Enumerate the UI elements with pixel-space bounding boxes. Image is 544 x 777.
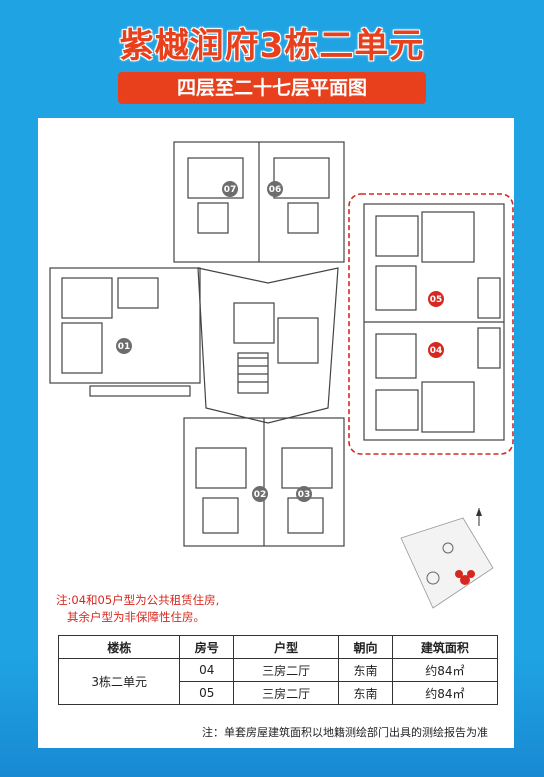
- building-cell: 3栋二单元: [57, 658, 181, 705]
- col-header-area: 建筑面积: [391, 635, 499, 659]
- col-header-room: 房号: [179, 635, 235, 659]
- svg-text:07: 07: [224, 185, 237, 195]
- col-header-type: 户型: [233, 635, 340, 659]
- area-cell: 约84㎡: [391, 681, 499, 705]
- type-cell: 三房二厅: [233, 681, 340, 705]
- floor-plan: 07 06 01 02 03 05: [49, 141, 514, 547]
- table-header-row: 楼栋 房号 户型 朝向 建筑面积: [57, 635, 499, 659]
- unit-badge-05: 05: [428, 291, 444, 307]
- page-title: 紫樾润府3栋二单元: [119, 26, 425, 66]
- content-panel: 07 06 01 02 03 05: [38, 118, 514, 748]
- unit-table: 楼栋 房号 户型 朝向 建筑面积 3栋二单元 04 三房二厅 东南 约84㎡ 0…: [57, 635, 499, 705]
- svg-text:06: 06: [269, 185, 282, 195]
- svg-text:04: 04: [430, 346, 443, 356]
- site-location-map: [400, 508, 494, 609]
- room-cell: 04: [179, 658, 235, 682]
- subtitle-text: 四层至二十七层平面图: [176, 77, 367, 99]
- table-row: 05 三房二厅 东南 约84㎡: [59, 681, 499, 705]
- wing-left-outline: [49, 267, 201, 384]
- room-cell: 05: [179, 681, 235, 705]
- unit-badge-03: 03: [296, 486, 312, 502]
- note-line-2: 其余户型为非保障性住房。: [67, 610, 205, 624]
- area-cell: 约84㎡: [391, 658, 499, 682]
- core-outline: [197, 267, 339, 424]
- svg-text:02: 02: [254, 490, 267, 500]
- public-rental-highlight: [348, 193, 514, 455]
- unit-badge-07: 07: [222, 181, 238, 197]
- svg-text:03: 03: [298, 490, 311, 500]
- rental-note: 注:04和05户型为公共租赁住房, 其余户型为非保障性住房。: [56, 592, 219, 626]
- subtitle-bar: 四层至二十七层平面图: [118, 72, 426, 104]
- col-header-orientation: 朝向: [338, 635, 393, 659]
- col-header-building: 楼栋: [57, 635, 181, 659]
- unit-badge-01: 01: [116, 338, 132, 354]
- svg-text:05: 05: [430, 295, 443, 305]
- orientation-cell: 东南: [338, 681, 393, 705]
- area-footnote: 注：单套房屋建筑面积以地籍测绘部门出具的测绘报告为准: [202, 726, 488, 739]
- orientation-cell: 东南: [338, 658, 393, 682]
- unit-badge-02: 02: [252, 486, 268, 502]
- svg-text:01: 01: [118, 342, 131, 352]
- unit-badge-06: 06: [267, 181, 283, 197]
- building-marker-icon: [455, 570, 475, 585]
- type-cell: 三房二厅: [233, 658, 340, 682]
- note-line-1: 注:04和05户型为公共租赁住房,: [56, 593, 220, 607]
- unit-badge-04: 04: [428, 342, 444, 358]
- table-row: 3栋二单元 04 三房二厅 东南 约84㎡: [57, 658, 499, 705]
